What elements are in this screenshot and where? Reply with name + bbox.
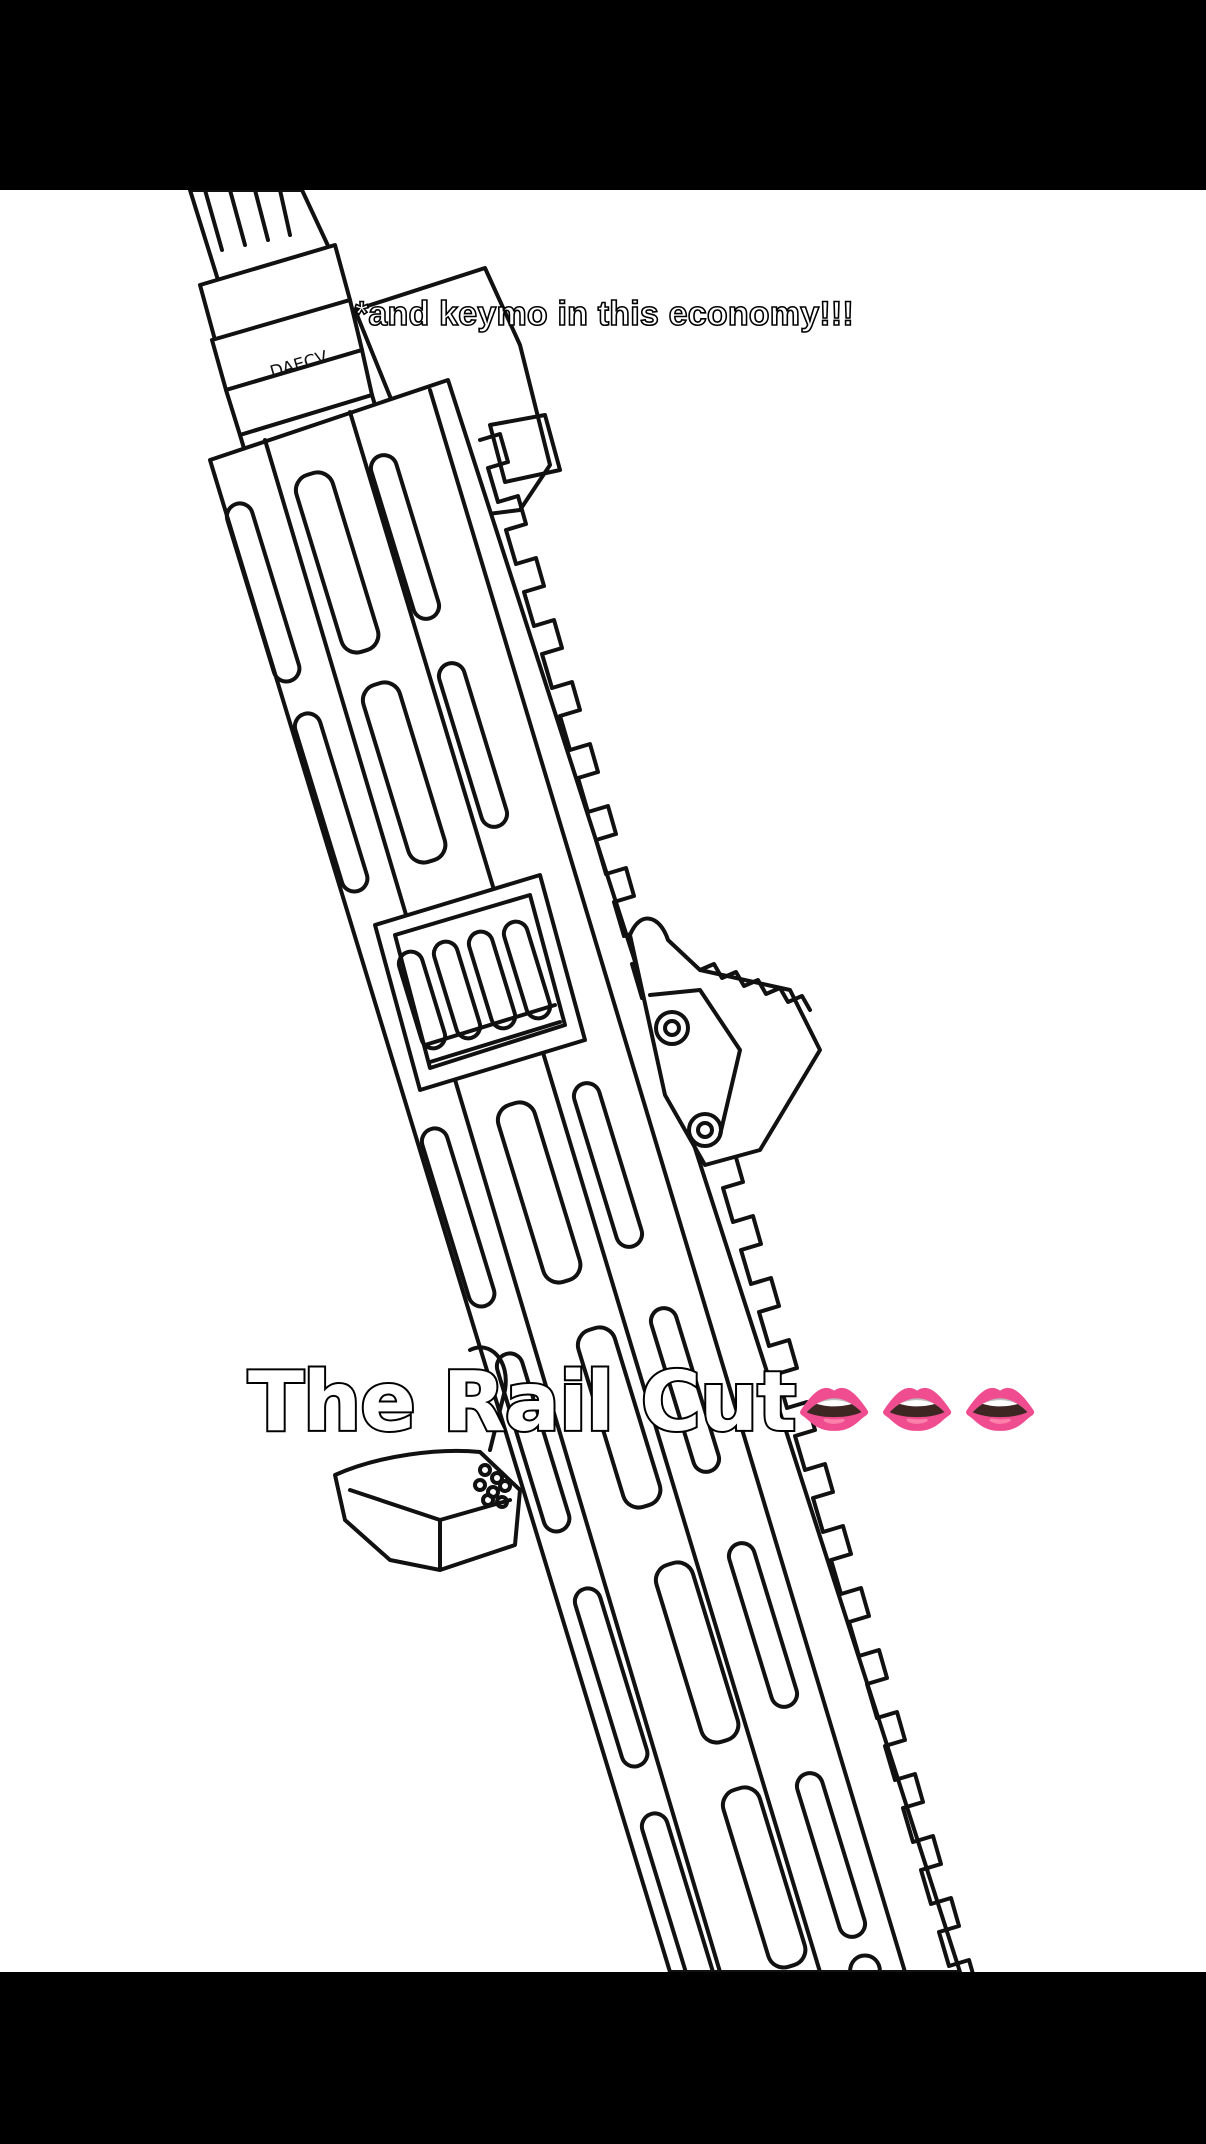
lips-emoji: 👄👄👄 (795, 1372, 1046, 1445)
main-caption: The Rail Cut👄👄👄 (246, 1360, 1046, 1446)
main-caption-text: The Rail Cut (246, 1355, 798, 1450)
charging-handle (333, 1345, 522, 1572)
top-caption: *and keymo in this economy!!! (354, 294, 854, 334)
image-area: DAECV (0, 190, 1206, 1972)
rifle-handguard-drawing: DAECV (188, 190, 975, 1972)
barrel-nut-window (373, 873, 587, 1092)
end-cap (848, 1953, 882, 1972)
hand-stop (628, 916, 822, 1167)
mlok-slots (224, 453, 868, 1972)
picatinny-rail-lower (713, 1152, 975, 1972)
handguard-body (208, 378, 962, 1972)
